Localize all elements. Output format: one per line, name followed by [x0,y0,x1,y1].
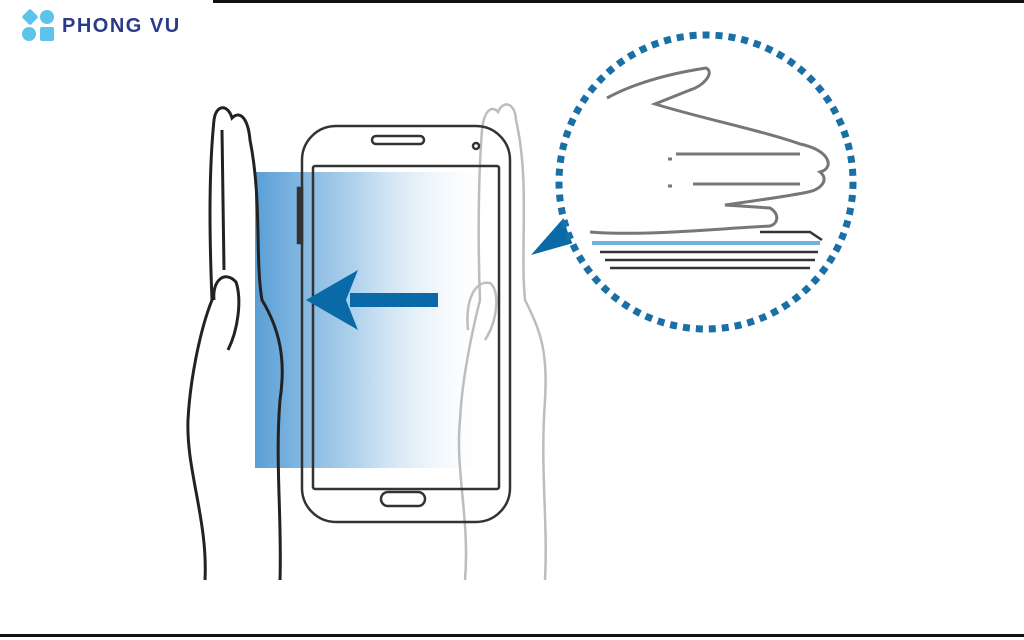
bottom-border-line [0,634,1024,637]
brand-logo: PHONG VU [21,8,181,42]
inset-hand-icon [589,66,830,235]
brand-name: PHONG VU [62,14,181,37]
swipe-sweep-area [255,172,495,468]
inset-phone-edge [592,230,823,270]
ghost-hand-icon [457,103,547,581]
inset-circle [555,31,857,333]
logo-mark-icon [21,8,56,42]
phone-icon [296,124,512,524]
swipe-arrow-left-icon [306,270,438,330]
top-border-line [213,0,1024,3]
hand-icon [186,106,284,581]
